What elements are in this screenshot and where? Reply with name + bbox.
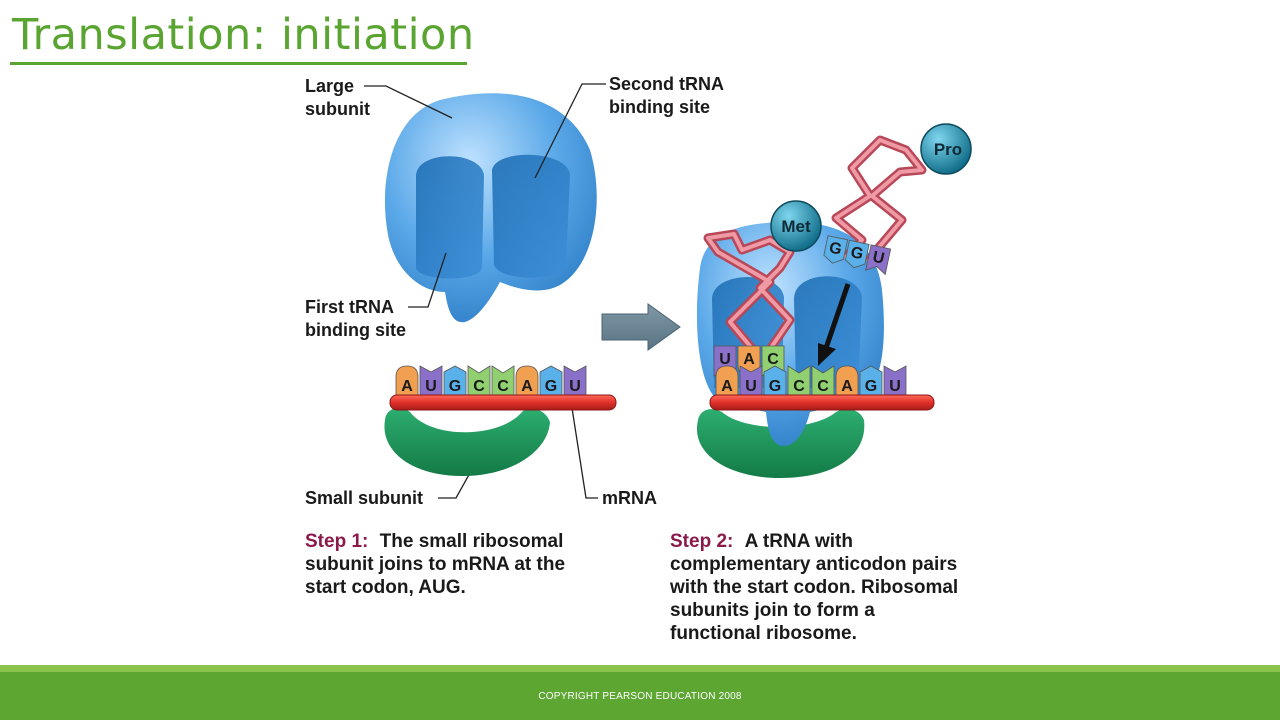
codon-base-step2-5 (835, 365, 859, 397)
mrna-strand-step1 (389, 394, 617, 411)
slide-title: Translation: initiation (12, 10, 475, 60)
anticodon-base-pro-letter-1: G (849, 244, 865, 263)
codon-base-step2-letter-0: A (721, 378, 733, 395)
title-underline (10, 62, 467, 65)
anticodon-base-pro-letter-0: G (828, 239, 844, 258)
step1-caption: Step 1: The small ribosomal subunit join… (305, 531, 565, 598)
codon-base-step2-letter-6: G (865, 378, 877, 395)
process-arrow (601, 303, 681, 351)
step2-caption: Step 2: A tRNA with complementary antico… (669, 531, 958, 644)
codon-base-step1-5 (515, 365, 539, 397)
anticodon-base-pro-2 (865, 244, 892, 276)
anticodon-base-met-letter-0: U (719, 351, 731, 368)
svg-text:binding site: binding site (305, 320, 406, 340)
svg-text:Large: Large (305, 76, 354, 96)
translation-initiation-diagram: Large subunit Second tRNA binding site F… (305, 74, 972, 644)
leader-lines (364, 83, 606, 499)
codon-base-step1-letter-2: G (449, 378, 461, 395)
svg-text:start codon, AUG.: start codon, AUG. (305, 577, 466, 598)
svg-text:binding site: binding site (609, 97, 710, 117)
label-mrna: mRNA (602, 488, 657, 508)
svg-text:subunit joins to mRNA at the: subunit joins to mRNA at the (305, 554, 565, 575)
footer-accent-bar (0, 665, 1280, 672)
codon-base-step2-letter-7: U (889, 378, 901, 395)
codon-base-step2-0 (715, 365, 739, 397)
small-subunit-step1 (384, 407, 550, 477)
label-large-subunit: Large subunit (305, 76, 370, 119)
large-subunit-step1 (384, 93, 597, 323)
codon-base-step1-letter-6: G (545, 378, 557, 395)
trna-met (703, 229, 795, 355)
svg-text:First tRNA: First tRNA (305, 297, 394, 317)
svg-text:Step 2: A tRNA with: Step 2: A tRNA with (670, 531, 853, 552)
svg-text:Pro: Pro (934, 140, 962, 159)
footer-bar: COPYRIGHT PEARSON EDUCATION 2008 (0, 672, 1280, 720)
codon-base-step1-letter-0: A (401, 378, 413, 395)
codon-base-step2-letter-1: U (745, 378, 757, 395)
trna-pro (831, 135, 927, 265)
svg-text:complementary anticodon pairs: complementary anticodon pairs (670, 554, 957, 575)
codon-base-step2-letter-3: C (793, 378, 805, 395)
amino-acid-met: Met (770, 200, 822, 252)
trna-movement-arrow (818, 283, 851, 366)
svg-text:functional ribosome.: functional ribosome. (670, 623, 857, 644)
label-first-trna-site: First tRNA binding site (305, 297, 406, 340)
codon-base-step2-letter-2: G (769, 378, 781, 395)
codon-base-step2-letter-4: C (817, 378, 829, 395)
anticodon-base-pro-0 (823, 235, 849, 264)
anticodon-base-pro-1 (844, 239, 870, 269)
codon-base-step2-letter-5: A (841, 378, 853, 395)
label-small-subunit: Small subunit (305, 488, 423, 508)
svg-text:Step 1: The small riboso: Step 1: The small ribosomal (305, 531, 563, 552)
svg-text:Met: Met (781, 217, 811, 236)
codon-base-step1-letter-1: U (425, 378, 437, 395)
codon-base-step1-letter-5: A (521, 378, 533, 395)
label-second-trna-site: Second tRNA binding site (609, 74, 724, 117)
svg-text:Second tRNA: Second tRNA (609, 74, 724, 94)
anticodon-base-met-letter-2: C (767, 351, 779, 368)
mrna-strand-step2 (709, 394, 935, 411)
anticodon-base-pro-letter-2: U (871, 249, 886, 268)
footer-copyright: COPYRIGHT PEARSON EDUCATION 2008 (538, 691, 742, 702)
codon-base-step1-0 (395, 365, 419, 397)
svg-text:with the start codon. Ribosoma: with the start codon. Ribosomal (669, 577, 958, 598)
svg-text:subunit: subunit (305, 99, 370, 119)
amino-acid-pro: Pro (920, 123, 972, 175)
svg-text:subunits join to form a: subunits join to form a (670, 600, 875, 621)
anticodon-base-met-letter-1: A (743, 351, 755, 368)
codon-base-step1-letter-7: U (569, 378, 581, 395)
codon-base-step1-letter-4: C (497, 378, 509, 395)
codon-base-step1-letter-3: C (473, 378, 485, 395)
